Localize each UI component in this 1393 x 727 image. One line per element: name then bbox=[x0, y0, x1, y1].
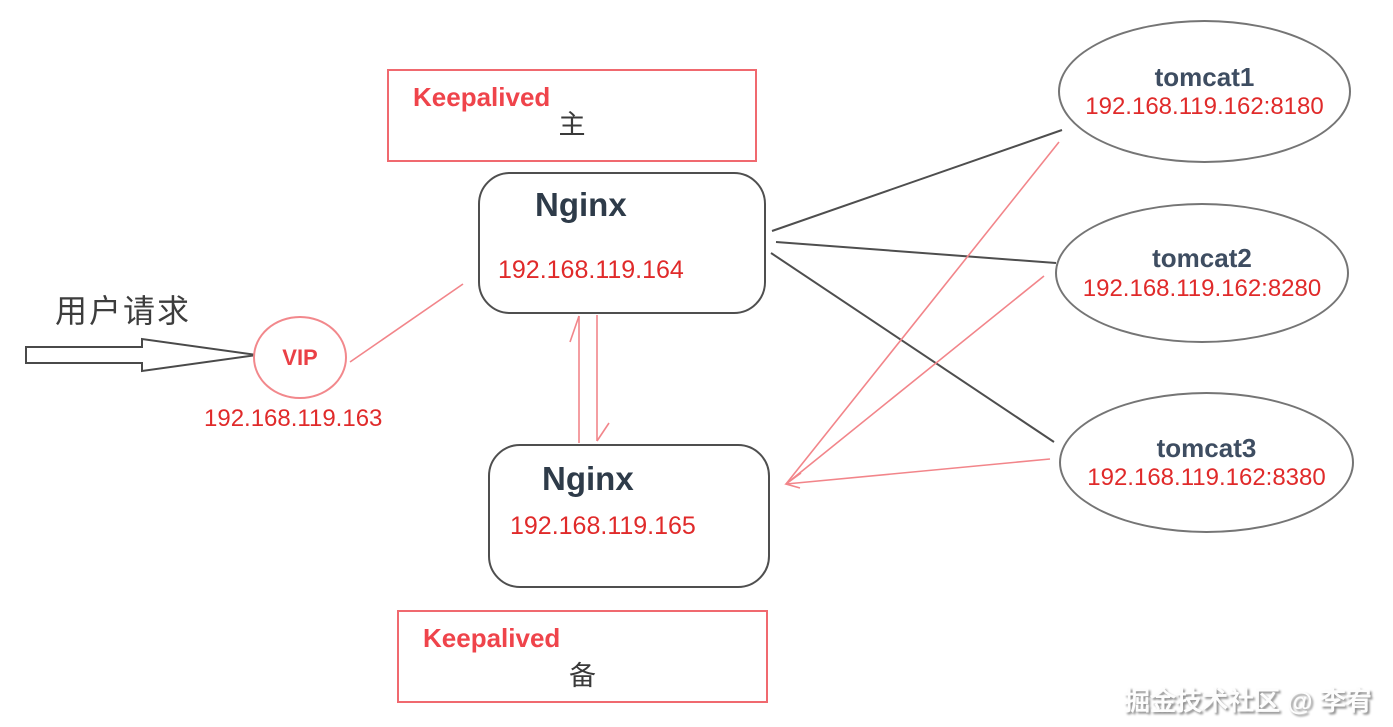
nginx-backup-arrowhead-icon bbox=[784, 472, 802, 489]
tomcat1-node: tomcat1 192.168.119.162:8180 bbox=[1058, 20, 1351, 163]
heartbeat-arrow-down-head-icon bbox=[596, 422, 610, 442]
tomcat1-name: tomcat1 bbox=[1154, 61, 1255, 92]
watermark-text: 掘金技术社区 @ 李宥 bbox=[1124, 686, 1372, 716]
vip-label: VIP bbox=[282, 344, 318, 370]
link-nginx-backup-tomcat1 bbox=[785, 141, 1060, 485]
link-nginx-master-tomcat2 bbox=[775, 241, 1057, 264]
link-nginx-master-tomcat3 bbox=[770, 252, 1055, 443]
nginx-backup-node: Nginx 192.168.119.165 bbox=[488, 444, 770, 588]
keepalived-backup-label: Keepalived bbox=[423, 623, 561, 653]
tomcat3-address: 192.168.119.162:8380 bbox=[1087, 464, 1326, 492]
link-nginx-backup-tomcat3 bbox=[785, 458, 1051, 485]
nginx-backup-ip: 192.168.119.165 bbox=[510, 512, 696, 540]
nginx-master-ip: 192.168.119.164 bbox=[498, 256, 684, 284]
vip-node: VIP bbox=[253, 316, 347, 399]
link-nginx-backup-tomcat2 bbox=[785, 275, 1045, 485]
tomcat3-name: tomcat3 bbox=[1156, 432, 1257, 463]
link-vip-nginx-master bbox=[349, 283, 464, 363]
keepalived-master-label: Keepalived bbox=[413, 82, 551, 112]
heartbeat-arrow-up-head-icon bbox=[569, 315, 580, 343]
tomcat2-node: tomcat2 192.168.119.162:8280 bbox=[1055, 203, 1349, 343]
user-request-arrow-icon bbox=[25, 337, 258, 373]
nginx-backup-title: Nginx bbox=[542, 460, 634, 497]
vip-ip: 192.168.119.163 bbox=[204, 405, 383, 432]
tomcat2-address: 192.168.119.162:8280 bbox=[1082, 274, 1322, 302]
nginx-master-title: Nginx bbox=[535, 186, 627, 223]
nginx-master-node: Nginx 192.168.119.164 bbox=[478, 172, 766, 314]
keepalived-master-role: 主 bbox=[558, 110, 586, 140]
tomcat1-address: 192.168.119.162:8180 bbox=[1085, 93, 1324, 121]
tomcat3-node: tomcat3 192.168.119.162:8380 bbox=[1059, 392, 1354, 533]
user-request-label: 用户请求 bbox=[55, 293, 192, 329]
keepalived-backup-box: Keepalived 备 bbox=[397, 610, 768, 703]
link-nginx-master-tomcat1 bbox=[771, 129, 1063, 232]
keepalived-master-box: Keepalived 主 bbox=[387, 69, 757, 162]
keepalived-backup-role: 备 bbox=[569, 661, 596, 691]
tomcat2-name: tomcat2 bbox=[1152, 243, 1252, 274]
